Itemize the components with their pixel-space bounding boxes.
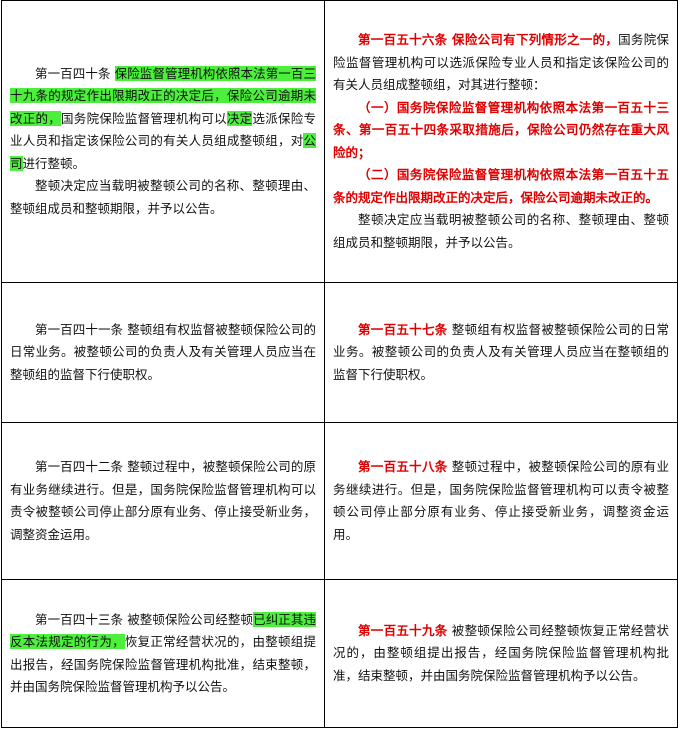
table-row: 第一百四十条 保险监督管理机构依照本法第一百三十九条的规定作出限期改正的决定后，…	[1, 0, 678, 283]
amended-item-1: （一）国务院保险监督管理机构依照本法第一百五十三条、第一百五十四条采取措施后，保…	[333, 99, 669, 160]
new-article-156-para2: 整顿决定应当载明被整顿公司的名称、整顿理由、整顿组成员和整顿期限，并予以公告。	[333, 212, 669, 250]
amended-text: 第一百五十六条 保险公司有下列情形之一的，	[358, 32, 619, 47]
paragraph-text: 国务院保险监督管理机构可以	[61, 110, 227, 126]
old-text-cell: 第一百四十二条 整顿过程中，被整顿保险公司的原有业务继续进行。但是，国务院保险监…	[1, 422, 325, 580]
new-text-cell: 第一百五十七条 整顿组有权监督被整顿保险公司的日常业务。被整顿公司的负责人及有关…	[324, 282, 678, 423]
new-text-cell: 第一百五十九条 被整顿保险公司经整顿恢复正常经营状况的，由整顿组提出报告，经国务…	[324, 579, 678, 728]
table-row: 第一百四十三条 被整顿保险公司经整顿已纠正其违反本法规定的行为，恢复正常经营状况…	[1, 579, 678, 728]
paragraph-text: 整顿组有权监督被整顿保险公司的日常业务。被整顿公司的负责人及有关管理人员应当在整…	[333, 321, 669, 382]
new-article-159: 第一百五十九条 被整顿保险公司经整顿恢复正常经营状况的，由整顿组提出报告，经国务…	[333, 620, 669, 688]
paragraph-text: 进行整顿。	[22, 155, 86, 171]
article-number: 第一百五十九条	[358, 622, 448, 638]
old-text-cell: 第一百四十条 保险监督管理机构依照本法第一百三十九条的规定作出限期改正的决定后，…	[1, 0, 325, 283]
paragraph-text: 被整顿保险公司经整顿恢复正常经营状况的，由整顿组提出报告，经国务院保险监督管理机…	[333, 622, 669, 683]
table-row: 第一百四十二条 整顿过程中，被整顿保险公司的原有业务继续进行。但是，国务院保险监…	[1, 422, 678, 580]
highlighted-deleted-text: 决定	[226, 110, 253, 126]
new-article-157: 第一百五十七条 整顿组有权监督被整顿保险公司的日常业务。被整顿公司的负责人及有关…	[333, 319, 669, 387]
old-text-cell: 第一百四十一条 整顿组有权监督被整顿保险公司的日常业务。被整顿公司的负责人及有关…	[1, 282, 325, 423]
new-text-cell: 第一百五十六条 保险公司有下列情形之一的，国务院保险监督管理机构可以选派保险专业…	[324, 0, 678, 283]
old-text-cell: 第一百四十三条 被整顿保险公司经整顿已纠正其违反本法规定的行为，恢复正常经营状况…	[1, 579, 325, 728]
paragraph-text: 第一百四十三条 被整顿保险公司经整顿	[35, 611, 254, 627]
old-article-143: 第一百四十三条 被整顿保险公司经整顿已纠正其违反本法规定的行为，恢复正常经营状况…	[10, 609, 316, 699]
old-article-141: 第一百四十一条 整顿组有权监督被整顿保险公司的日常业务。被整顿公司的负责人及有关…	[10, 321, 316, 382]
table-row: 第一百四十一条 整顿组有权监督被整顿保险公司的日常业务。被整顿公司的负责人及有关…	[1, 282, 678, 423]
amended-item-2: （二）国务院保险监督管理机构依照本法第一百五十五条的规定作出限期改正的决定后，保…	[333, 167, 669, 205]
paragraph-text: 恢复正常经营状况的，由整顿组提出报告，经国务院保险监督管理机构批准，结束整顿，并…	[10, 634, 316, 694]
new-article-158: 第一百五十八条 整顿过程中，被整顿保险公司的原有业务继续进行。但是，国务院保险监…	[333, 456, 669, 546]
old-article-140: 第一百四十条 保险监督管理机构依照本法第一百三十九条的规定作出限期改正的决定后，…	[10, 63, 316, 176]
old-article-142: 第一百四十二条 整顿过程中，被整顿保险公司的原有业务继续进行。但是，国务院保险监…	[10, 459, 316, 542]
article-number: 第一百五十八条	[358, 459, 448, 474]
new-text-cell: 第一百五十八条 整顿过程中，被整顿保险公司的原有业务继续进行。但是，国务院保险监…	[324, 422, 678, 580]
paragraph-text: 选派保险专业人员和指定该保险公司的有关人员组成整顿组，对	[10, 110, 316, 149]
paragraph-text: 国务院保险监督管理机构可以选派保险专业人员和指定该保险公司的有关人员组成整顿组，…	[333, 32, 669, 92]
new-article-156: 第一百五十六条 保险公司有下列情形之一的，国务院保险监督管理机构可以选派保险专业…	[333, 29, 669, 97]
article-number: 第一百五十七条	[358, 321, 448, 337]
old-article-140-para2: 整顿决定应当载明被整顿公司的名称、整顿理由、整顿组成员和整顿期限，并予以公告。	[10, 178, 316, 216]
article-number: 第一百四十条	[35, 65, 111, 81]
paragraph-text: 整顿过程中，被整顿保险公司的原有业务继续进行。但是，国务院保险监督管理机构可以责…	[333, 459, 669, 542]
